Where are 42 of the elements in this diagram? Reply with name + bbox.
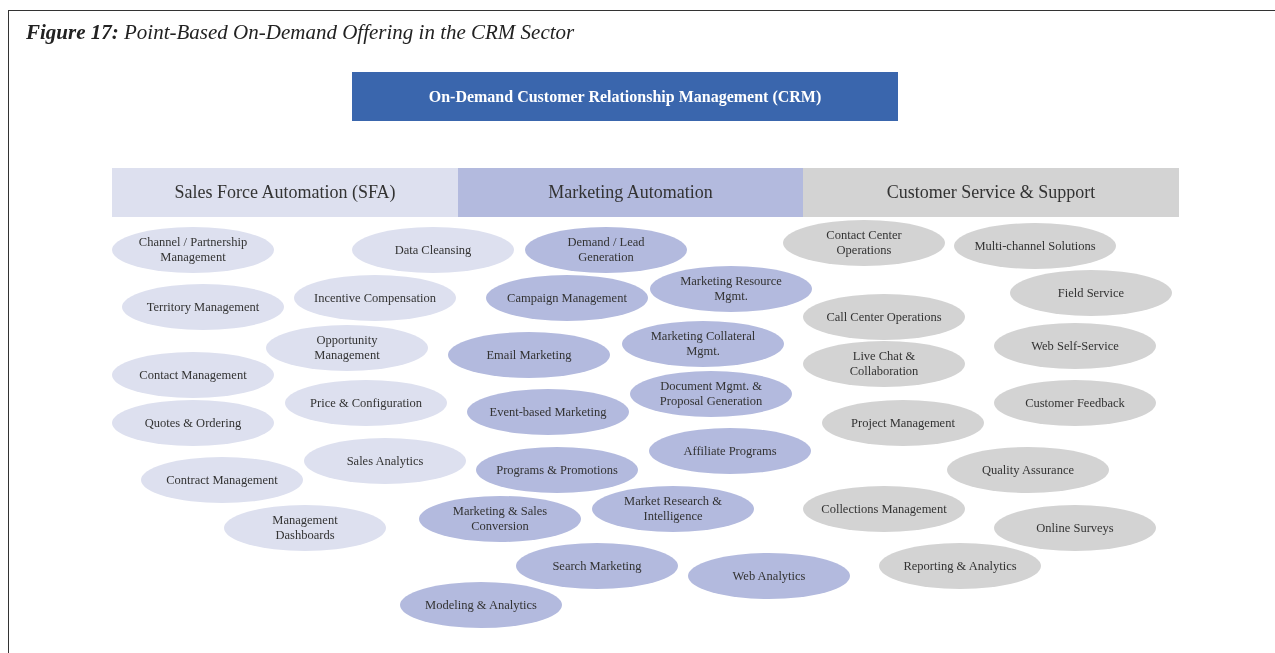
category-ellipse: Modeling & Analytics <box>400 582 562 628</box>
category-ellipse: Call Center Operations <box>803 294 965 340</box>
category-ellipse: Territory Management <box>122 284 284 330</box>
category-ellipse: Contract Management <box>141 457 303 503</box>
category-ellipse: Sales Analytics <box>304 438 466 484</box>
category-ellipse: Programs & Promotions <box>476 447 638 493</box>
category-ellipse: Event-based Marketing <box>467 389 629 435</box>
category-ellipse: Campaign Management <box>486 275 648 321</box>
category-ellipse: Opportunity Management <box>266 325 428 371</box>
category-ellipse: Online Surveys <box>994 505 1156 551</box>
category-ellipse: Channel / Partnership Management <box>112 227 274 273</box>
category-ellipse: Management Dashboards <box>224 505 386 551</box>
figure-title: Figure 17: Point-Based On-Demand Offering in the CRM Sector <box>26 20 575 45</box>
category-ellipse: Customer Feedback <box>994 380 1156 426</box>
category-ellipse: Market Research & Intelligence <box>592 486 754 532</box>
title-banner: On-Demand Customer Relationship Management (CRM) <box>352 72 898 121</box>
category-ellipse: Incentive Compensation <box>294 275 456 321</box>
category-ellipse: Contact Center Operations <box>783 220 945 266</box>
category-ellipse: Document Mgmt. & Proposal Generation <box>630 371 792 417</box>
category-ellipse: Demand / Lead Generation <box>525 227 687 273</box>
category-ellipse: Web Analytics <box>688 553 850 599</box>
category-ellipse: Search Marketing <box>516 543 678 589</box>
category-ellipse: Data Cleansing <box>352 227 514 273</box>
category-ellipse: Project Management <box>822 400 984 446</box>
category-ellipse: Live Chat & Collaboration <box>803 341 965 387</box>
category-ellipse: Email Marketing <box>448 332 610 378</box>
category-ellipse: Reporting & Analytics <box>879 543 1041 589</box>
category-ellipse: Contact Management <box>112 352 274 398</box>
category-ellipse: Affiliate Programs <box>649 428 811 474</box>
category-ellipse: Price & Configuration <box>285 380 447 426</box>
category-ellipse: Field Service <box>1010 270 1172 316</box>
category-ellipse: Collections Management <box>803 486 965 532</box>
category-ellipse: Marketing Resource Mgmt. <box>650 266 812 312</box>
category-header-band: Marketing Automation <box>458 168 803 217</box>
category-ellipse: Quotes & Ordering <box>112 400 274 446</box>
category-ellipse: Marketing Collateral Mgmt. <box>622 321 784 367</box>
category-ellipse: Quality Assurance <box>947 447 1109 493</box>
category-ellipse: Web Self-Service <box>994 323 1156 369</box>
category-ellipse: Marketing & Sales Conversion <box>419 496 581 542</box>
category-header-band: Sales Force Automation (SFA) <box>112 168 458 217</box>
category-header-band: Customer Service & Support <box>803 168 1179 217</box>
category-ellipse: Multi-channel Solutions <box>954 223 1116 269</box>
